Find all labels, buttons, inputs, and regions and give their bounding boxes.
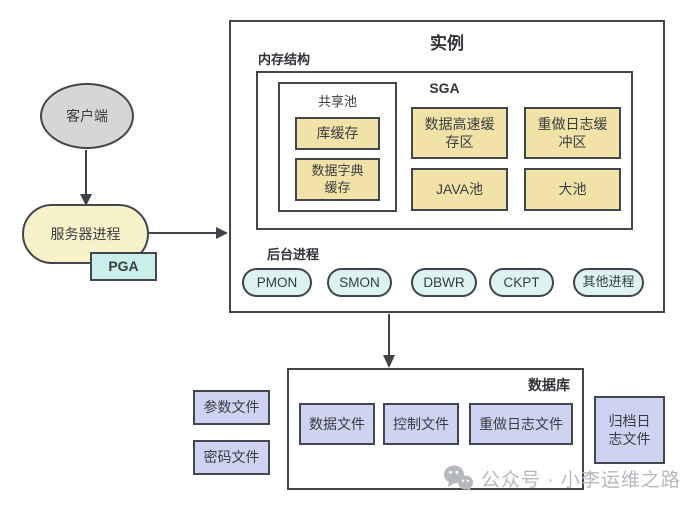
dictionary-cache-label: 数据字典缓存 — [311, 162, 364, 195]
process-dbwr: DBWR — [411, 268, 477, 297]
memory-structure-frame — [256, 71, 633, 230]
smon-label: SMON — [339, 274, 380, 290]
other-processes-label: 其他进程 — [582, 274, 635, 290]
archive-log-file-label: 归档日志文件 — [608, 412, 651, 447]
buffer-cache-label: 数据高速缓存区 — [424, 115, 495, 150]
pga-label: PGA — [108, 258, 139, 275]
large-pool-node: 大池 — [524, 168, 621, 211]
client-node: 客户端 — [40, 83, 134, 149]
parameter-file-node: 参数文件 — [193, 390, 270, 425]
java-pool-node: JAVA池 — [411, 168, 508, 211]
client-label: 客户端 — [66, 107, 108, 124]
sga-label: SGA — [429, 80, 460, 96]
password-file-label: 密码文件 — [203, 449, 260, 466]
control-files-label: 控制文件 — [393, 415, 449, 432]
shared-pool-frame — [278, 82, 397, 212]
watermark-text: 公众号 · 小李运维之路 — [481, 469, 681, 491]
library-cache-label: 库缓存 — [316, 125, 359, 142]
memory-structure-label: 内存结构 — [258, 52, 311, 67]
server-process-label: 服务器进程 — [50, 225, 121, 242]
redo-log-files-label: 重做日志文件 — [479, 415, 563, 432]
wechat-icon — [444, 465, 473, 492]
ckpt-label: CKPT — [503, 274, 540, 290]
control-files-node: 控制文件 — [383, 403, 459, 445]
background-processes-label: 后台进程 — [267, 247, 320, 262]
process-ckpt: CKPT — [489, 268, 554, 297]
data-files-label: 数据文件 — [309, 415, 365, 432]
process-smon: SMON — [327, 268, 392, 297]
database-frame — [287, 368, 584, 490]
database-title: 数据库 — [528, 377, 570, 393]
large-pool-label: 大池 — [558, 181, 587, 198]
buffer-cache-node: 数据高速缓存区 — [411, 107, 508, 159]
data-files-node: 数据文件 — [299, 403, 375, 445]
redo-log-buffer-node: 重做日志缓冲区 — [524, 107, 621, 159]
process-pmon: PMON — [242, 268, 312, 297]
redo-log-buffer-label: 重做日志缓冲区 — [537, 115, 608, 150]
password-file-node: 密码文件 — [193, 440, 270, 475]
parameter-file-label: 参数文件 — [203, 399, 260, 416]
java-pool-label: JAVA池 — [436, 181, 483, 198]
pga-node: PGA — [90, 252, 157, 281]
dbwr-label: DBWR — [423, 274, 465, 290]
dictionary-cache-node: 数据字典缓存 — [295, 158, 380, 201]
process-other: 其他进程 — [573, 268, 644, 297]
instance-title: 实例 — [430, 34, 464, 53]
archive-log-file-node: 归档日志文件 — [594, 396, 665, 464]
shared-pool-label: 共享池 — [317, 94, 357, 109]
redo-log-files-node: 重做日志文件 — [469, 403, 573, 445]
library-cache-node: 库缓存 — [295, 117, 380, 150]
watermark: 公众号 · 小李运维之路 — [443, 464, 681, 492]
instance-frame — [229, 20, 665, 313]
pmon-label: PMON — [256, 274, 298, 290]
